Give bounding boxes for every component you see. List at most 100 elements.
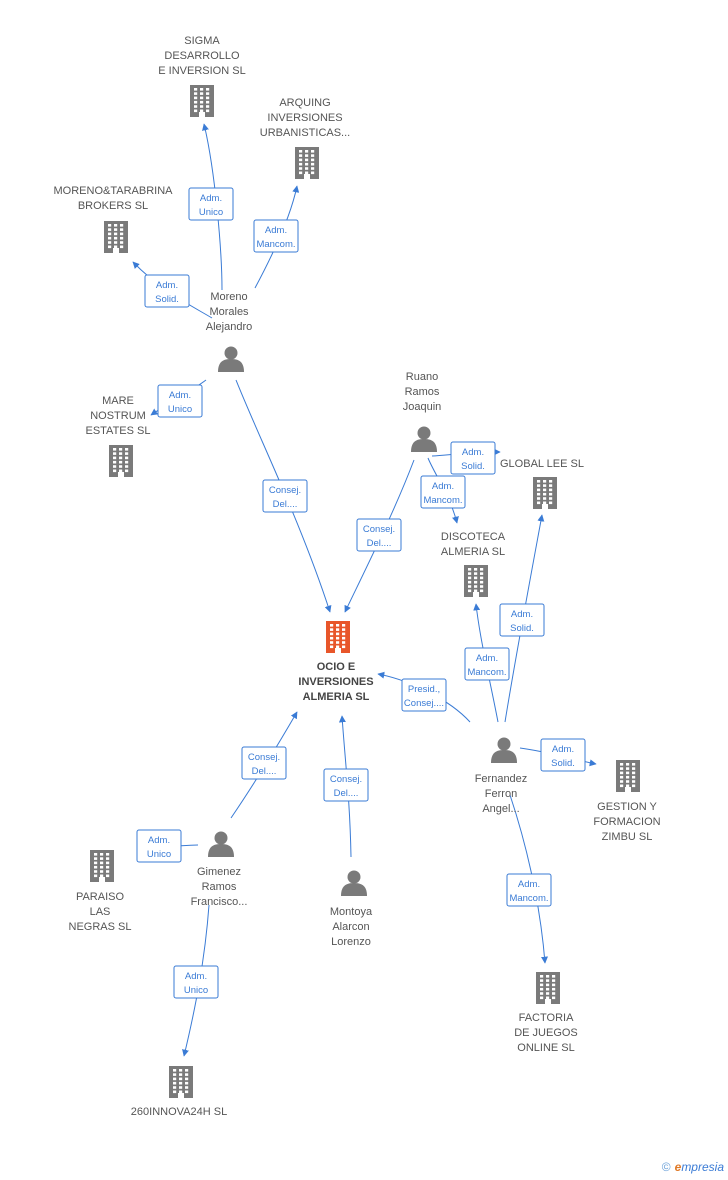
edge-label-line: Del.... xyxy=(334,788,359,799)
edge-label-line: Mancom. xyxy=(423,495,462,506)
edge-label[interactable]: Adm.Unico xyxy=(136,829,182,863)
node-label: ZIMBU SL xyxy=(602,831,653,843)
edge-label[interactable]: Consej. Del.... xyxy=(262,479,308,513)
edge-label-box xyxy=(144,274,190,308)
building-icon xyxy=(536,972,560,1004)
edge-label[interactable]: Adm.Unico xyxy=(173,965,219,999)
node-label: MORENO&TARABRINA xyxy=(54,185,174,197)
node-arquing[interactable]: ARQUINGINVERSIONESURBANISTICAS... xyxy=(260,97,350,179)
node-label: FORMACION xyxy=(593,816,660,828)
node-label: INVERSIONES xyxy=(267,112,342,124)
node-moreno_tarabrina[interactable]: MORENO&TARABRINA BROKERS SL xyxy=(54,185,174,253)
node-label: MARE xyxy=(102,395,134,407)
edge-label-line: Adm. xyxy=(169,390,191,401)
edge-label[interactable]: Adm. Mancom. xyxy=(464,647,510,681)
edge-label-line: Consej. xyxy=(269,485,301,496)
edge-label-box xyxy=(323,768,369,802)
node-label: Lorenzo xyxy=(331,936,371,948)
edge-label-box xyxy=(420,475,466,509)
building-icon xyxy=(616,760,640,792)
edge-fernandez-gestion: Adm.Solid. xyxy=(519,738,597,772)
edge-montoya-ocio: Consej.Del.... xyxy=(323,715,369,858)
node-label: Morales xyxy=(209,306,249,318)
edge-label-line: Solid. xyxy=(510,623,534,634)
edge-label[interactable]: Adm.Unico xyxy=(188,187,234,221)
edge-label-line: Del.... xyxy=(367,538,392,549)
node-label: URBANISTICAS... xyxy=(260,127,350,139)
node-label: Angel... xyxy=(482,803,519,815)
edge-label-box xyxy=(499,603,545,637)
edge-gimenez-paraiso: Adm.Unico xyxy=(136,829,199,863)
node-label: Ramos xyxy=(405,386,440,398)
edge-label-box xyxy=(506,873,552,907)
node-gimenez[interactable]: GimenezRamosFrancisco... xyxy=(191,831,248,909)
edge-label[interactable]: Consej. Del.... xyxy=(241,746,287,780)
node-global_lee[interactable]: GLOBAL LEE SL xyxy=(500,458,584,509)
edge-label[interactable]: Adm.Solid. xyxy=(450,441,496,475)
building-icon xyxy=(533,477,557,509)
node-label: DESARROLLO xyxy=(164,50,240,62)
edge-label-line: Adm. xyxy=(432,481,454,492)
edge-label[interactable]: Presid.,Consej.... xyxy=(401,678,447,712)
node-label: Montoya xyxy=(330,906,373,918)
edge-label[interactable]: Adm.Mancom. xyxy=(506,873,552,907)
edge-label[interactable]: Adm. Mancom. xyxy=(253,219,299,253)
edge-label-line: Adm. xyxy=(476,653,498,664)
edge-label-line: Adm. xyxy=(185,971,207,982)
node-label: Ramos xyxy=(202,881,237,893)
edge-label[interactable]: Adm.Unico xyxy=(157,384,203,418)
edge-moreno-mare: Adm.Unico xyxy=(150,379,207,418)
node-innova[interactable]: 260INNOVA24H SL xyxy=(131,1066,227,1118)
edge-label-line: Adm. xyxy=(148,835,170,846)
edge-label-line: Adm. xyxy=(518,879,540,890)
building-icon xyxy=(295,147,319,179)
edge-label-box xyxy=(253,219,299,253)
node-label: GLOBAL LEE SL xyxy=(500,458,584,470)
building-icon xyxy=(109,445,133,477)
edge-label[interactable]: Adm.Solid. xyxy=(540,738,586,772)
edge-label-line: Consej. xyxy=(363,524,395,535)
edge-label-box xyxy=(540,738,586,772)
building-icon xyxy=(169,1066,193,1098)
edge-line xyxy=(509,794,548,964)
edge-label-box xyxy=(241,746,287,780)
copyright: ©empresia xyxy=(662,1160,724,1174)
edge-label[interactable]: Consej.Del.... xyxy=(323,768,369,802)
node-label: Joaquin xyxy=(403,401,442,413)
edges-layer: Adm.UnicoAdm.Mancom.Adm.Solid.Adm.UnicoC… xyxy=(132,123,597,1057)
edge-fernandez-ocio: Presid.,Consej.... xyxy=(377,671,471,723)
edge-label-line: Del.... xyxy=(252,766,277,777)
edge-label[interactable]: Adm. Mancom. xyxy=(420,475,466,509)
person-icon xyxy=(208,831,234,857)
edge-label-box xyxy=(464,647,510,681)
edge-label-line: Presid., xyxy=(408,684,440,695)
edge-label-line: Adm. xyxy=(511,609,533,620)
building-icon xyxy=(104,221,128,253)
node-label: DE JUEGOS xyxy=(514,1027,578,1039)
edge-label[interactable]: Adm. Solid. xyxy=(499,603,545,637)
edge-label-box xyxy=(173,965,219,999)
node-label: SIGMA xyxy=(184,35,220,47)
edge-label-line: Del.... xyxy=(273,499,298,510)
edge-label-line: Solid. xyxy=(155,294,179,305)
person-icon xyxy=(411,426,437,452)
edge-label-line: Adm. xyxy=(265,225,287,236)
edge-label-line: Consej. xyxy=(248,752,280,763)
edge-label-line: Mancom. xyxy=(256,239,295,250)
edge-label[interactable]: Consej. Del.... xyxy=(356,518,402,552)
edge-label-line: Mancom. xyxy=(467,667,506,678)
node-fernandez[interactable]: FernandezFerronAngel... xyxy=(475,737,528,816)
edge-label[interactable]: Adm.Solid. xyxy=(144,274,190,308)
node-label: BROKERS SL xyxy=(78,200,148,212)
